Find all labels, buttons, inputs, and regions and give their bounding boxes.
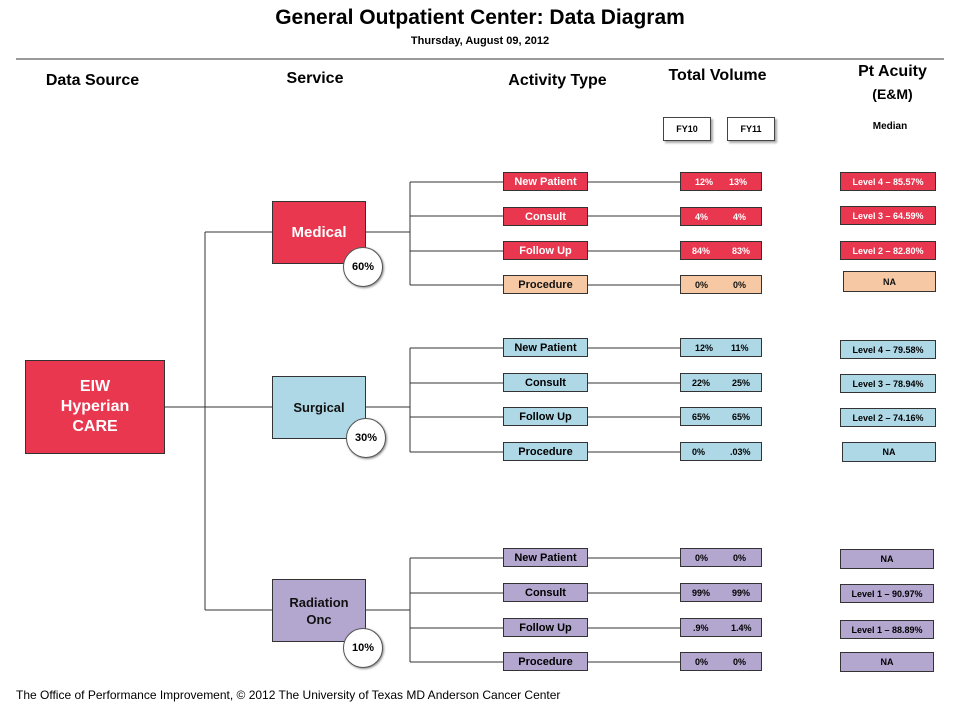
activity-new-patient[interactable]: New Patient: [503, 172, 588, 191]
acuity-cell: Level 4 – 85.57%: [840, 172, 936, 191]
fy10-value: 0%: [695, 279, 709, 290]
service-label: Medical: [291, 224, 347, 241]
fy11-value: 99%: [732, 587, 751, 598]
fy11-value: 0%: [733, 552, 747, 563]
activity-procedure[interactable]: Procedure: [503, 442, 588, 461]
volume-cell: 0% 0%: [680, 652, 762, 671]
fy10-value: .9%: [693, 622, 709, 633]
header-total-volume: Total Volume: [668, 67, 767, 84]
volume-cell: 4% 4%: [680, 207, 762, 226]
fy10-value: 12%: [695, 342, 714, 353]
header-em: (E&M): [872, 86, 913, 102]
header-data-source: Data Source: [45, 72, 140, 89]
fy10-value: 0%: [695, 552, 709, 563]
acuity-cell: Level 3 – 78.94%: [840, 374, 936, 393]
fy11-value: 1.4%: [731, 622, 752, 633]
fy10-value: 22%: [692, 377, 711, 388]
service-percent-badge: 60%: [343, 247, 383, 287]
volume-cell: 22% 25%: [680, 373, 762, 392]
source-line-3: CARE: [72, 418, 118, 435]
volume-cell: .9% 1.4%: [680, 618, 762, 637]
volume-cell: 0% 0%: [680, 548, 762, 567]
acuity-cell: Level 1 – 88.89%: [840, 620, 934, 639]
volume-cell: 0% 0%: [680, 275, 762, 294]
acuity-cell: Level 2 – 82.80%: [840, 241, 936, 260]
fy11-value: .03%: [730, 446, 751, 457]
acuity-cell: NA: [840, 549, 934, 569]
service-percent-badge: 10%: [343, 628, 383, 668]
fy10-label: FY10: [663, 117, 711, 141]
activity-procedure[interactable]: Procedure: [503, 652, 588, 671]
activity-follow-up[interactable]: Follow Up: [503, 407, 588, 426]
source-node[interactable]: EIW Hyperian CARE: [25, 360, 165, 454]
service-node-radiation-onc[interactable]: Radiation Onc: [272, 579, 366, 642]
header-pt-acuity: Pt Acuity: [858, 63, 927, 80]
fy11-value: 25%: [732, 377, 751, 388]
fy11-value: 0%: [733, 656, 747, 667]
fy10-value: 12%: [695, 176, 714, 187]
source-line-1: EIW: [79, 378, 111, 395]
activity-follow-up[interactable]: Follow Up: [503, 241, 588, 260]
fy10-value: 0%: [692, 446, 706, 457]
fy11-label: FY11: [727, 117, 775, 141]
fy10-value: 84%: [692, 245, 711, 256]
volume-cell: 12% 11%: [680, 338, 762, 357]
fy11-value: 11%: [731, 342, 749, 353]
service-label: Surgical: [293, 400, 345, 415]
fy10-value: 65%: [692, 411, 711, 422]
fy10-value: 0%: [695, 656, 709, 667]
activity-new-patient[interactable]: New Patient: [503, 548, 588, 567]
activity-procedure[interactable]: Procedure: [503, 275, 588, 294]
activity-new-patient[interactable]: New Patient: [503, 338, 588, 357]
activity-consult[interactable]: Consult: [503, 207, 588, 226]
page-subtitle: Thursday, August 09, 2012: [410, 35, 550, 47]
fy10-value: 4%: [695, 211, 709, 222]
footer-credit: The Office of Performance Improvement, ©…: [16, 688, 561, 702]
acuity-cell: Level 1 – 90.97%: [840, 584, 934, 603]
title-divider: [16, 58, 944, 60]
activity-consult[interactable]: Consult: [503, 373, 588, 392]
source-line-2: Hyperian: [60, 398, 130, 415]
fy11-value: 0%: [733, 279, 747, 290]
acuity-cell: Level 2 – 74.16%: [840, 408, 936, 427]
fy11-value: 83%: [732, 245, 751, 256]
volume-cell: 65% 65%: [680, 407, 762, 426]
fy11-value: 65%: [732, 411, 751, 422]
fy11-value: 4%: [733, 211, 747, 222]
service-percent-badge: 30%: [346, 418, 386, 458]
activity-follow-up[interactable]: Follow Up: [503, 618, 588, 637]
volume-cell: 99% 99%: [680, 583, 762, 602]
service-label: Radiation: [289, 594, 349, 610]
acuity-cell: NA: [843, 271, 936, 292]
acuity-cell: NA: [842, 442, 936, 462]
acuity-cell: NA: [840, 652, 934, 672]
median-label: Median: [872, 121, 908, 132]
header-activity-type: Activity Type: [508, 72, 607, 89]
fy10-value: 99%: [692, 587, 711, 598]
service-label-line-2: Onc: [306, 611, 332, 627]
fy11-value: 13%: [729, 176, 748, 187]
page-title: General Outpatient Center: Data Diagram: [275, 6, 685, 29]
volume-cell: 12% 13%: [680, 172, 762, 191]
activity-consult[interactable]: Consult: [503, 583, 588, 602]
acuity-cell: Level 4 – 79.58%: [840, 340, 936, 359]
header-service: Service: [286, 70, 344, 87]
volume-cell: 0% .03%: [680, 442, 762, 461]
volume-cell: 84% 83%: [680, 241, 762, 260]
acuity-cell: Level 3 – 64.59%: [840, 206, 936, 225]
